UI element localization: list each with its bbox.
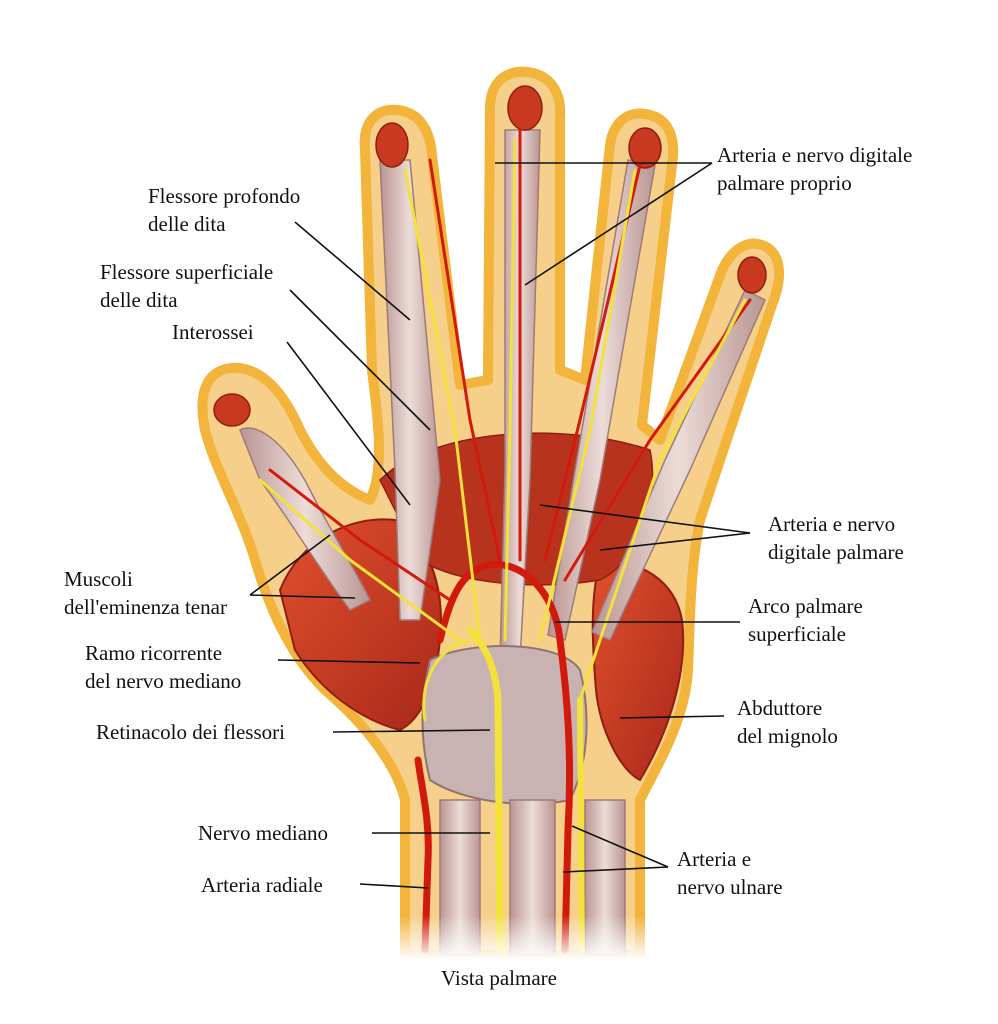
label-arteria-ulnare: Arteria e nervo ulnare	[677, 845, 783, 901]
leader-ramo-ricorrente	[277, 659, 421, 664]
leader-ulnare-1	[571, 825, 669, 868]
leader-digitale-palmare-1	[539, 504, 751, 534]
label-arteria-radiale-line1: Arteria radiale	[201, 873, 323, 897]
label-abduttore-line1: Abduttore	[737, 696, 823, 720]
label-eminenza-tenar: Muscoli dell'eminenza tenar	[64, 565, 227, 621]
label-ramo-ricorrente: Ramo ricorrente del nervo mediano	[85, 639, 241, 695]
label-digitale-proprio-line1: Arteria e nervo digitale	[717, 143, 913, 167]
label-nervo-mediano-line1: Nervo mediano	[198, 821, 329, 845]
label-flessore-profondo-line1: Flessore profondo	[148, 184, 301, 208]
label-interossei-line1: Interossei	[172, 320, 254, 344]
label-arco-palmare: Arco palmare superficiale	[748, 592, 863, 648]
label-flessore-profondo: Flessore profondo delle dita	[148, 182, 300, 238]
label-arteria-ulnare-line1: Arteria e	[677, 847, 752, 871]
leader-abduttore	[619, 715, 725, 719]
nerves	[258, 138, 747, 954]
label-digitale-palmare: Arteria e nervo digitale palmare	[768, 510, 904, 566]
fingertips	[213, 85, 767, 427]
leader-digitale-proprio-2	[524, 162, 713, 286]
leader-flessore-superficiale	[289, 289, 431, 431]
arteries	[268, 128, 752, 954]
label-arteria-ulnare-line2: nervo ulnare	[677, 875, 783, 899]
label-eminenza-tenar-line2: dell'eminenza tenar	[64, 595, 227, 619]
label-nervo-mediano: Nervo mediano	[198, 819, 328, 847]
leader-digitale-palmare-2	[599, 532, 751, 551]
leader-tenar-2	[249, 594, 356, 599]
label-digitale-palmare-line2: digitale palmare	[768, 540, 904, 564]
label-flessore-superficiale-line1: Flessore superficiale	[100, 260, 274, 284]
leader-arteria-radiale	[359, 883, 429, 889]
leader-lines	[249, 162, 751, 889]
leader-retinacolo	[332, 729, 491, 733]
label-abduttore-line2: del mignolo	[737, 724, 838, 748]
leader-ulnare-2	[562, 866, 669, 873]
label-arco-palmare-line1: Arco palmare	[748, 594, 863, 618]
leader-tenar-1	[249, 534, 331, 596]
label-arteria-radiale: Arteria radiale	[201, 871, 323, 899]
figure-caption: Vista palmare	[441, 966, 557, 990]
label-flessore-superficiale-line2: delle dita	[100, 288, 178, 312]
label-interossei: Interossei	[172, 318, 254, 346]
leader-flessore-profondo	[294, 221, 411, 321]
label-digitale-palmare-line1: Arteria e nervo	[768, 512, 896, 536]
label-ramo-ricorrente-line1: Ramo ricorrente	[85, 641, 223, 665]
label-digitale-proprio-line2: palmare proprio	[717, 171, 852, 195]
label-eminenza-tenar-line1: Muscoli	[64, 567, 133, 591]
label-ramo-ricorrente-line2: del nervo mediano	[85, 669, 242, 693]
label-flessore-profondo-line2: delle dita	[148, 212, 226, 236]
leader-interossei	[286, 341, 411, 506]
label-flessore-superficiale: Flessore superficiale delle dita	[100, 258, 273, 314]
label-retinacolo: Retinacolo dei flessori	[96, 718, 285, 746]
label-arco-palmare-line2: superficiale	[748, 622, 846, 646]
label-retinacolo-line1: Retinacolo dei flessori	[96, 720, 285, 744]
label-abduttore: Abduttore del mignolo	[737, 694, 838, 750]
label-digitale-proprio: Arteria e nervo digitale palmare proprio	[717, 141, 912, 197]
